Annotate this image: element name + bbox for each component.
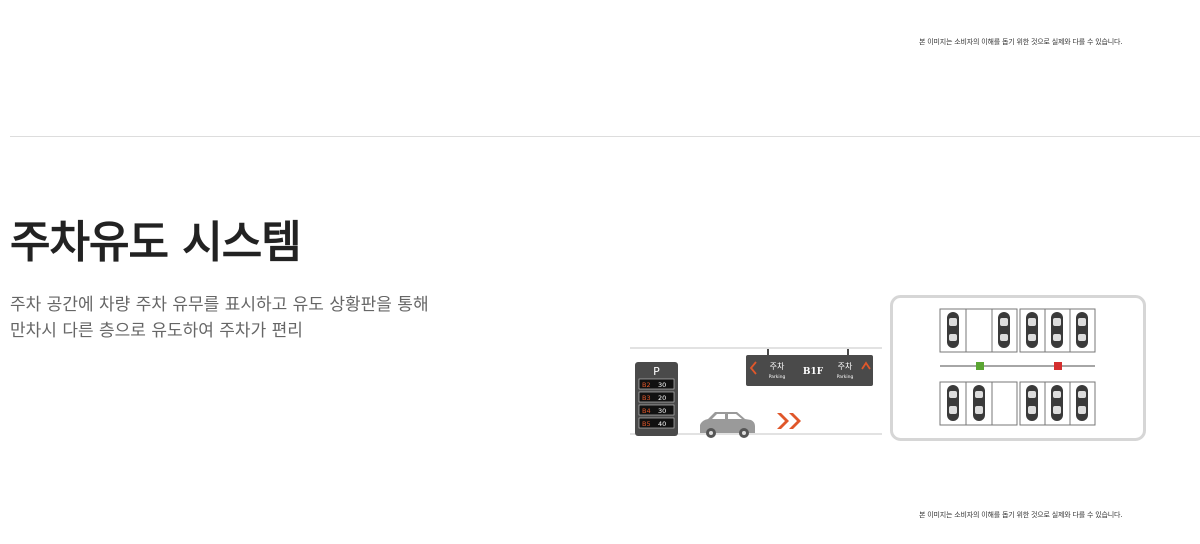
svg-text:주차: 주차 (770, 362, 785, 371)
vacant-indicator-icon (976, 362, 984, 370)
ceiling-line (630, 347, 882, 349)
description-line-1: 주차 공간에 차량 주차 유무를 표시하고 유도 상황판을 통해 (10, 295, 429, 315)
parked-car-icon (1026, 385, 1038, 421)
svg-text:주차: 주차 (838, 362, 853, 371)
disclaimer-bottom: 본 이미지는 소비자의 이해를 돕기 위한 것으로 실제와 다를 수 있습니다. (919, 511, 1123, 519)
svg-text:Parking: Parking (769, 374, 786, 380)
parked-car-icon (1051, 385, 1063, 421)
guidance-sign: 주차 Parking B1F 주차 Parking (746, 349, 873, 386)
svg-text:30: 30 (658, 381, 666, 389)
occupied-indicator-icon (1054, 362, 1062, 370)
board-row: B3 20 (638, 391, 675, 403)
board-row: B5 40 (638, 417, 675, 429)
board-header: P (653, 365, 660, 378)
left-arrow-icon (749, 361, 757, 375)
parked-car-icon (998, 312, 1010, 348)
svg-text:B3: B3 (642, 394, 651, 402)
road-line (630, 433, 882, 435)
direction-chevrons-icon (777, 413, 801, 429)
parked-car-icon (1076, 385, 1088, 421)
svg-text:B1F: B1F (803, 367, 824, 377)
svg-text:20: 20 (658, 394, 666, 402)
svg-text:B2: B2 (642, 381, 651, 389)
car-icon (700, 412, 755, 438)
parked-car-icon (1076, 312, 1088, 348)
floor-status-board: P B2 30 B3 20 B4 30 B5 40 (635, 362, 678, 436)
board-row: B2 30 (638, 378, 675, 390)
section-title: 주차유도 시스템 (10, 217, 302, 268)
parked-car-icon (973, 385, 985, 421)
parked-car-icon (947, 385, 959, 421)
disclaimer-top: 본 이미지는 소비자의 이해를 돕기 위한 것으로 실제와 다를 수 있습니다. (919, 38, 1123, 46)
svg-text:40: 40 (658, 420, 666, 428)
description-line-2: 만차시 다른 층으로 유도하여 주차가 편리 (10, 321, 303, 341)
svg-text:30: 30 (658, 407, 666, 415)
section-divider (10, 136, 1200, 137)
board-row: B4 30 (638, 404, 675, 416)
parked-car-icon (1051, 312, 1063, 348)
svg-text:B5: B5 (642, 420, 651, 428)
up-arrow-icon (861, 361, 871, 370)
svg-text:Parking: Parking (837, 374, 854, 380)
svg-text:B4: B4 (642, 407, 651, 415)
parking-lot-diagram (890, 295, 1146, 441)
parked-car-icon (947, 312, 959, 348)
parked-car-icon (1026, 312, 1038, 348)
section-description: 주차 공간에 차량 주차 유무를 표시하고 유도 상황판을 통해 만차시 다른 … (10, 292, 470, 344)
parking-guidance-illustration: P B2 30 B3 20 B4 30 B5 40 주차 Parking B1F (630, 347, 882, 438)
